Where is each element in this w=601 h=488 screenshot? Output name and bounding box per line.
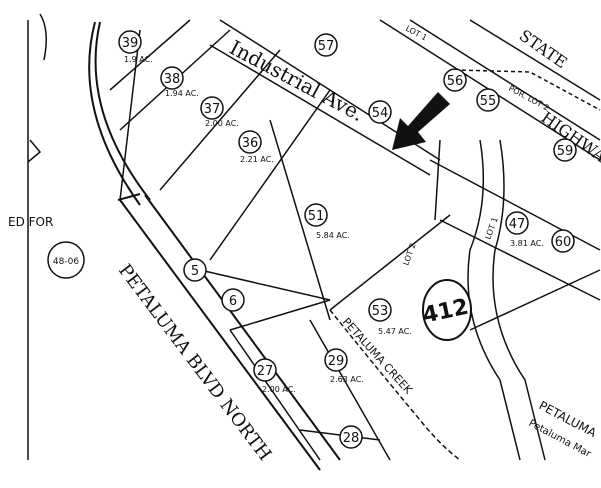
- parcel-acreage-38: 1.94 AC.: [165, 89, 199, 98]
- parcel-number-6: 6: [229, 294, 237, 309]
- parcel-number-47: 47: [509, 217, 526, 232]
- map-page-number: 412: [421, 279, 472, 341]
- parcel-circle-60: [551, 229, 575, 253]
- parcel-acreage-53: 5.47 AC.: [378, 327, 412, 336]
- parcel-acreage-36: 2.21 AC.: [240, 155, 274, 164]
- parcel-number-36: 36: [242, 136, 259, 151]
- petaluma-creek-path: [329, 309, 461, 461]
- parcel-circle-37: [200, 96, 224, 120]
- parcel-number-38: 38: [164, 72, 181, 87]
- parcel-number-60: 60: [555, 235, 572, 250]
- parcel-number-57: 57: [318, 39, 335, 54]
- parcel-circle-57: [314, 33, 338, 57]
- parcel-circle-5: [183, 258, 207, 282]
- parcel-acreage-27: 2.00 AC.: [262, 385, 296, 394]
- parcel-number-29: 29: [328, 354, 345, 369]
- parcel-number-5: 5: [191, 264, 199, 279]
- parcel-circle-54: [368, 100, 392, 124]
- left-edge-marks: [27, 13, 47, 460]
- parcel-acreage-47: 3.81 AC.: [510, 239, 544, 248]
- svg-text:48-06: 48-06: [53, 257, 79, 267]
- parcel-circle-6: [221, 288, 245, 312]
- parcel-circle-56: [443, 68, 467, 92]
- parcel-acreage-51: 5.84 AC.: [316, 231, 350, 240]
- parcel-circle-39: [118, 30, 142, 54]
- parcel-circle-53: [368, 298, 392, 322]
- parcel-number-28: 28: [343, 431, 360, 446]
- parcel-number-59: 59: [557, 144, 574, 159]
- reserved-code-circle: 48-06: [47, 241, 85, 279]
- parcel-number-54: 54: [372, 106, 389, 121]
- parcel-circle-51: [304, 203, 328, 227]
- parcel-number-53: 53: [372, 304, 389, 319]
- parcel-acreage-37: 2.00 AC.: [205, 119, 239, 128]
- parcel-circle-29: [324, 348, 348, 372]
- parcel-number-39: 39: [122, 36, 139, 51]
- parcel-circle-38: [160, 66, 184, 90]
- parcel-acreage-39: 1.9 AC.: [124, 55, 153, 64]
- parcel-number-55: 55: [480, 94, 497, 109]
- parcel-circle-27: [253, 358, 277, 382]
- parcel-number-51: 51: [308, 209, 325, 224]
- parcel-circle-59: [553, 138, 577, 162]
- reserved-for-label: ED FOR: [8, 215, 53, 229]
- parcel-circle-47: [505, 211, 529, 235]
- parcel-circles: 391.9 AC.381.94 AC.372.00 AC.362.21 AC.5…: [118, 30, 577, 449]
- parcel-circle-28: [339, 425, 363, 449]
- parcel-number-37: 37: [204, 102, 221, 117]
- parcel-number-56: 56: [447, 74, 464, 89]
- petaluma-blvd-road: [117, 193, 341, 471]
- parcel-circle-55: [476, 88, 500, 112]
- location-arrow-icon: [392, 92, 450, 150]
- parcel-number-27: 27: [257, 364, 274, 379]
- parcel-acreage-29: 2.63 AC.: [330, 375, 364, 384]
- parcel-circle-36: [238, 130, 262, 154]
